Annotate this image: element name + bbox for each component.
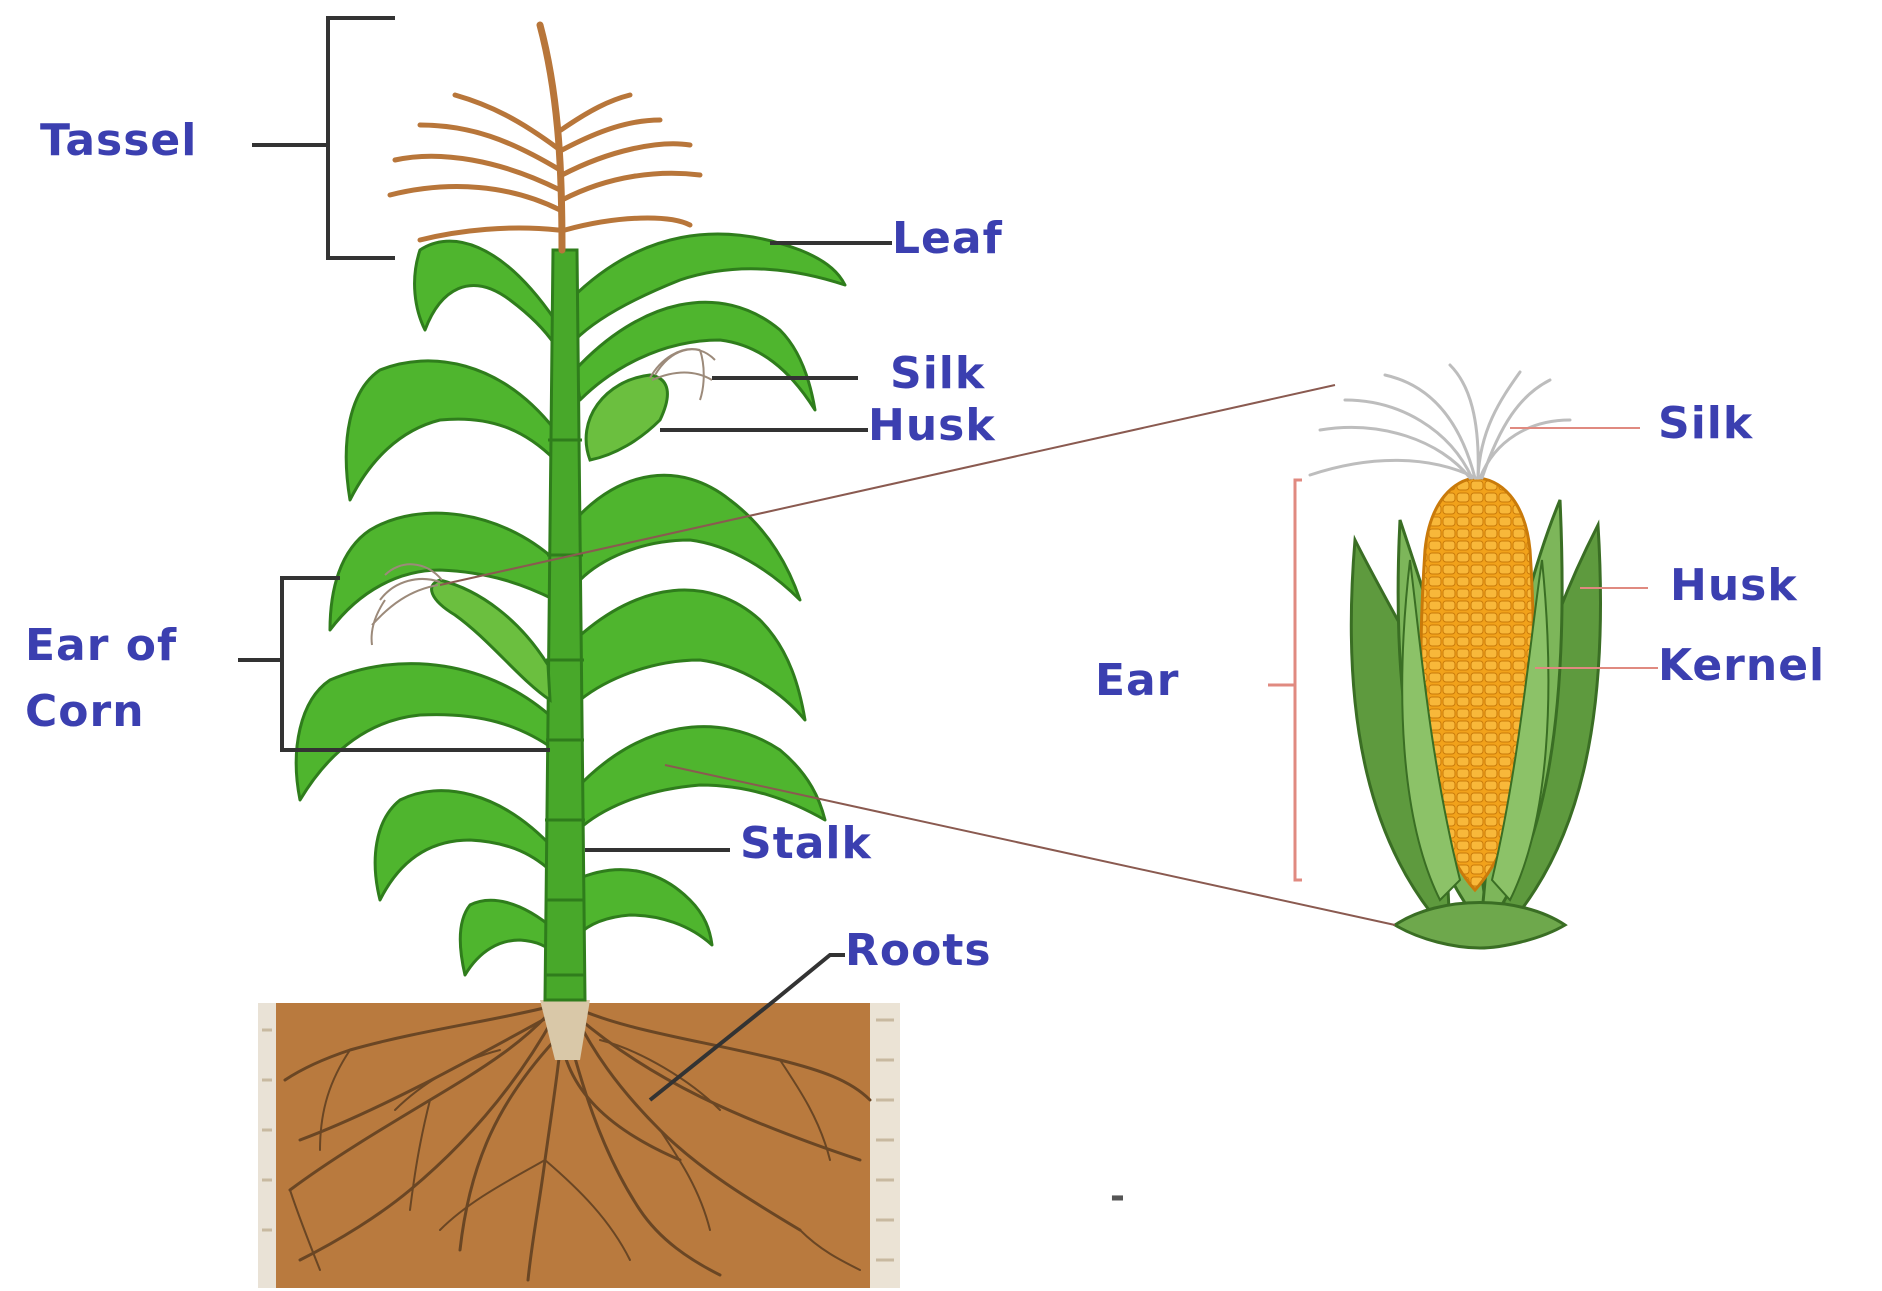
- tassel-shape: [390, 25, 700, 250]
- ear-of-corn-label-line1: Ear of: [25, 620, 177, 673]
- stalk-shape: [545, 250, 585, 1000]
- roots-label: Roots: [845, 925, 992, 978]
- stray-mark: -: [1110, 1175, 1126, 1218]
- stalk-label: Stalk: [740, 818, 872, 871]
- husk-label: Husk: [868, 400, 996, 453]
- leaf-label: Leaf: [892, 213, 1003, 266]
- detail-ear-label: Ear: [1095, 655, 1179, 708]
- detail-silk-label: Silk: [1658, 398, 1753, 451]
- detail-husk-label: Husk: [1670, 560, 1798, 613]
- tassel-bracket: [328, 18, 395, 258]
- detail-kernel-label: Kernel: [1658, 640, 1825, 693]
- tassel-label: Tassel: [40, 115, 197, 168]
- detail-ear-drawing: [1310, 365, 1601, 948]
- detail-ear-bracket: [1295, 480, 1302, 880]
- silk-label: Silk: [890, 348, 985, 401]
- ear-of-corn-label-line2: Corn: [25, 686, 145, 739]
